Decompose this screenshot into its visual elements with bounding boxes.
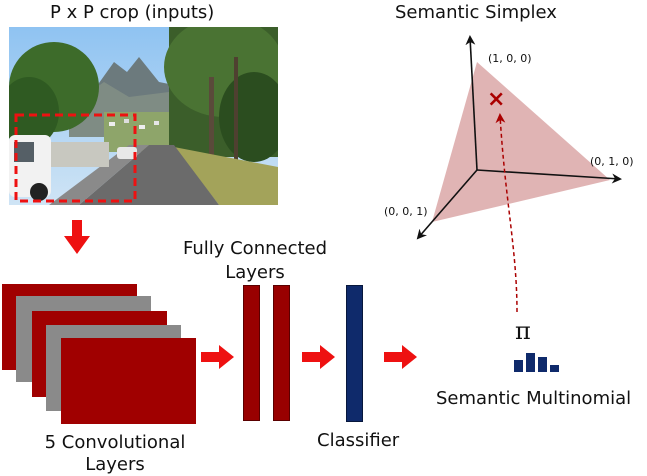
conv-label-line2: Layers bbox=[85, 454, 145, 475]
simplex-triangle bbox=[432, 62, 610, 222]
projection-dashed-arrow bbox=[495, 113, 518, 313]
simplex-marker: × bbox=[487, 87, 506, 112]
fc-label-line1: Fully Connected bbox=[182, 238, 328, 259]
right-arrow-icon bbox=[201, 345, 234, 369]
right-arrow-icon bbox=[302, 345, 335, 369]
vertex-right-label: (0, 1, 0) bbox=[590, 155, 634, 168]
conv-layer-5 bbox=[61, 338, 196, 424]
conv-label-line1: 5 Convolutional bbox=[44, 432, 186, 453]
simplex-title: Semantic Simplex bbox=[395, 2, 557, 23]
vertex-top-label: (1, 0, 0) bbox=[488, 52, 532, 65]
classifier-label: Classifier bbox=[317, 430, 400, 451]
multinomial-label: Semantic Multinomial bbox=[436, 388, 632, 409]
multinomial-histogram bbox=[514, 350, 562, 372]
axis-2 bbox=[476, 169, 622, 184]
axis-3 bbox=[416, 169, 478, 240]
fc-layer-1 bbox=[243, 285, 260, 421]
classifier-layer bbox=[346, 285, 363, 422]
down-arrow-icon bbox=[64, 220, 90, 254]
pi-symbol: π bbox=[515, 317, 531, 345]
crop-title: P x P crop (inputs) bbox=[50, 2, 215, 23]
histogram-bar bbox=[538, 357, 547, 372]
crop-box bbox=[14, 113, 137, 203]
input-photo bbox=[9, 27, 278, 205]
axis-1 bbox=[465, 35, 478, 171]
fc-label-line2: Layers bbox=[225, 262, 285, 283]
histogram-bar bbox=[550, 365, 559, 372]
street-photo-image bbox=[9, 27, 278, 205]
vertex-left-label: (0, 0, 1) bbox=[384, 205, 428, 218]
right-arrow-icon bbox=[384, 345, 417, 369]
histogram-bar bbox=[526, 353, 535, 372]
fc-layer-2 bbox=[273, 285, 290, 421]
histogram-bar bbox=[514, 360, 523, 372]
